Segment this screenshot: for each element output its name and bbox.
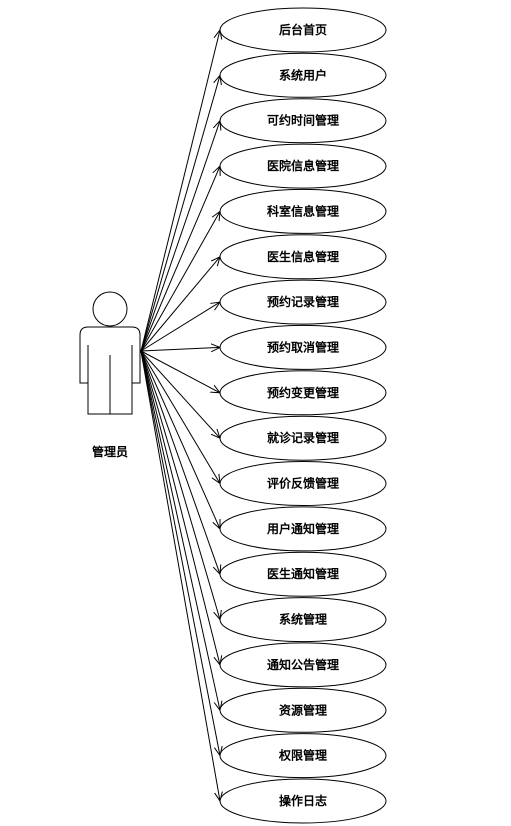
use-case-label: 通知公告管理	[267, 657, 339, 672]
use-case-label: 评价反馈管理	[267, 476, 339, 491]
use-case-ellipse	[219, 7, 387, 53]
use-case-ellipse	[219, 733, 387, 779]
use-case-2: 系统用户	[219, 52, 387, 98]
association-arrow	[140, 350, 220, 665]
use-case-12: 用户通知管理	[219, 506, 387, 552]
association-arrow	[140, 350, 220, 801]
actor-admin: 管理员	[79, 291, 141, 459]
use-case-label: 可约时间管理	[267, 113, 339, 128]
association-arrow	[140, 350, 220, 438]
use-case-18: 操作日志	[219, 778, 387, 824]
use-case-ellipse	[219, 370, 387, 416]
use-case-label: 系统用户	[279, 67, 327, 82]
use-case-ellipse	[219, 778, 387, 824]
use-case-ellipse	[219, 551, 387, 597]
use-case-ellipse	[219, 642, 387, 688]
use-case-15: 通知公告管理	[219, 642, 387, 688]
association-arrow	[140, 347, 220, 351]
use-case-1: 后台首页	[219, 7, 387, 53]
use-case-13: 医生通知管理	[219, 551, 387, 597]
association-arrow	[140, 211, 220, 352]
association-arrow	[140, 350, 220, 529]
use-case-ellipse	[219, 188, 387, 234]
use-case-ellipse	[219, 461, 387, 506]
use-case-10: 就诊记录管理	[219, 415, 387, 461]
use-case-list: 后台首页系统用户可约时间管理医院信息管理科室信息管理医生信息管理预约记录管理预约…	[219, 7, 387, 824]
association-arrow	[140, 166, 220, 352]
use-case-label: 操作日志	[279, 793, 327, 808]
association-arrow	[140, 350, 220, 484]
use-case-16: 资源管理	[219, 687, 387, 733]
use-case-ellipse	[219, 98, 387, 144]
use-case-5: 科室信息管理	[219, 188, 387, 234]
use-case-label: 后台首页	[279, 22, 327, 37]
use-case-11: 评价反馈管理	[219, 461, 387, 506]
use-case-label: 医生信息管理	[267, 249, 339, 264]
use-case-label: 预约记录管理	[267, 294, 339, 309]
use-case-label: 就诊记录管理	[267, 430, 339, 445]
use-case-ellipse	[219, 597, 387, 643]
use-case-label: 用户通知管理	[266, 521, 339, 536]
association-arrow	[140, 30, 220, 352]
association-arrow	[140, 350, 220, 393]
association-arrow	[140, 75, 220, 352]
use-case-ellipse	[219, 687, 387, 733]
use-case-9: 预约变更管理	[219, 370, 387, 416]
use-case-ellipse	[219, 234, 387, 280]
association-arrow	[140, 350, 220, 574]
use-case-label: 医院信息管理	[267, 158, 339, 173]
use-case-label: 预约变更管理	[267, 385, 339, 400]
use-case-4: 医院信息管理	[219, 143, 387, 189]
association-arrow	[140, 302, 220, 352]
use-case-ellipse	[219, 415, 387, 461]
association-arrow	[140, 350, 220, 620]
use-case-ellipse	[219, 52, 387, 98]
association-arrow	[140, 257, 220, 352]
use-case-ellipse	[219, 279, 387, 325]
use-case-3: 可约时间管理	[219, 98, 387, 144]
use-case-label: 资源管理	[279, 702, 327, 717]
use-case-label: 科室信息管理	[267, 203, 339, 218]
actor-label: 管理员	[92, 444, 128, 459]
use-case-ellipse	[219, 324, 387, 370]
use-case-label: 权限管理	[278, 748, 327, 763]
use-case-ellipse	[219, 506, 387, 552]
use-case-ellipse	[219, 143, 387, 189]
association-arrows	[140, 30, 220, 801]
use-case-label: 医生通知管理	[267, 566, 339, 581]
use-case-label: 预约取消管理	[267, 339, 339, 354]
association-arrow	[140, 121, 220, 352]
use-case-6: 医生信息管理	[219, 234, 387, 280]
use-case-label: 系统管理	[279, 612, 327, 627]
association-arrow	[140, 350, 220, 710]
use-case-7: 预约记录管理	[219, 279, 387, 325]
actor-head	[92, 291, 128, 327]
association-arrow	[140, 350, 220, 756]
use-case-14: 系统管理	[219, 597, 387, 643]
use-case-8: 预约取消管理	[219, 324, 387, 370]
use-case-17: 权限管理	[219, 733, 387, 779]
